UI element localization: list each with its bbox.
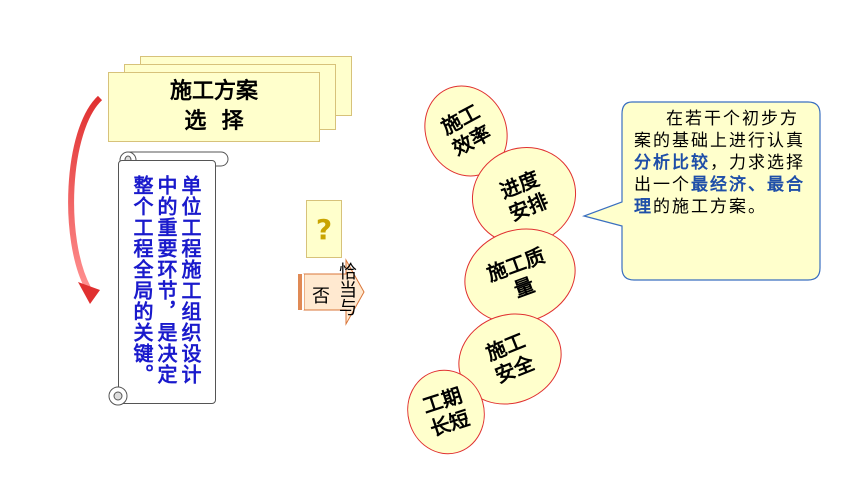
scroll-column-3: 整个工程全局的关键。: [130, 175, 154, 385]
title-line-1: 施工方案: [169, 79, 258, 104]
question-mark-icon: ?: [315, 212, 333, 246]
right-arrow-shape: [298, 258, 365, 326]
title-line-2: 选 择: [184, 109, 244, 134]
callout-part-3: 的施工方案。: [653, 197, 767, 217]
arrow-text-right: 恰当与: [336, 262, 357, 316]
factor-ellipse-duration: [407, 369, 485, 455]
curved-arrow-graphic: [68, 95, 103, 304]
callout-highlight-1: 分析比较: [634, 153, 710, 173]
arrow-text-left: 否: [312, 286, 330, 307]
callout-part-1: 在若干个初步方案的基础上进行认真: [634, 109, 805, 151]
callout-text: 在若干个初步方案的基础上进行认真分析比较，力求选择出一个最经济、最合理的施工方案…: [634, 108, 806, 218]
scroll-panel: 单位工程施工组织设计 中的重要环节，是决定 整个工程全局的关键。: [118, 160, 216, 404]
callout-bubble: [582, 101, 821, 281]
scroll-column-1: 单位工程施工组织设计: [178, 175, 202, 385]
title-card: 施工方案 选 择: [108, 72, 320, 142]
scroll-column-2: 中的重要环节，是决定: [154, 175, 178, 385]
callout-highlight-2: 最经济、最合理: [634, 175, 805, 217]
question-mark-box: ?: [306, 200, 342, 258]
callout-part-2: ，力求选择出一个: [634, 153, 805, 195]
scroll-bottom-curl: [108, 386, 128, 406]
